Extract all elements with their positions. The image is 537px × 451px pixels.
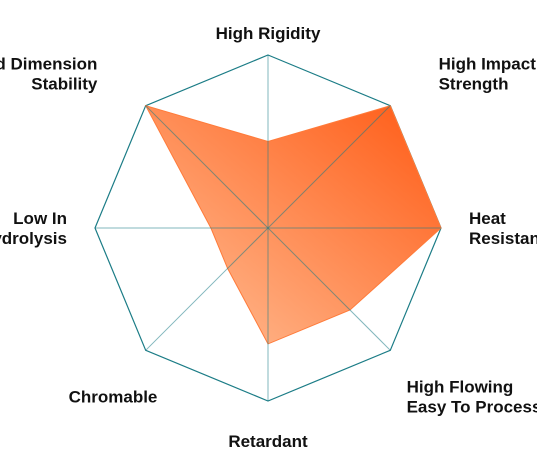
data-layer bbox=[144, 104, 442, 345]
radar-spokes bbox=[95, 55, 441, 401]
axis-label: Chromable bbox=[69, 388, 158, 407]
axis-spoke bbox=[267, 105, 391, 229]
axis-spoke bbox=[267, 227, 391, 351]
data-area bbox=[144, 104, 442, 345]
axis-label: High Rigidity bbox=[216, 24, 321, 43]
axis-label: Low InHydrolysis bbox=[0, 209, 67, 248]
axis-spoke bbox=[145, 227, 269, 351]
axis-label: HeatResistant bbox=[469, 209, 537, 248]
axis-label: Retardant bbox=[228, 432, 308, 451]
axis-spoke bbox=[145, 105, 269, 229]
